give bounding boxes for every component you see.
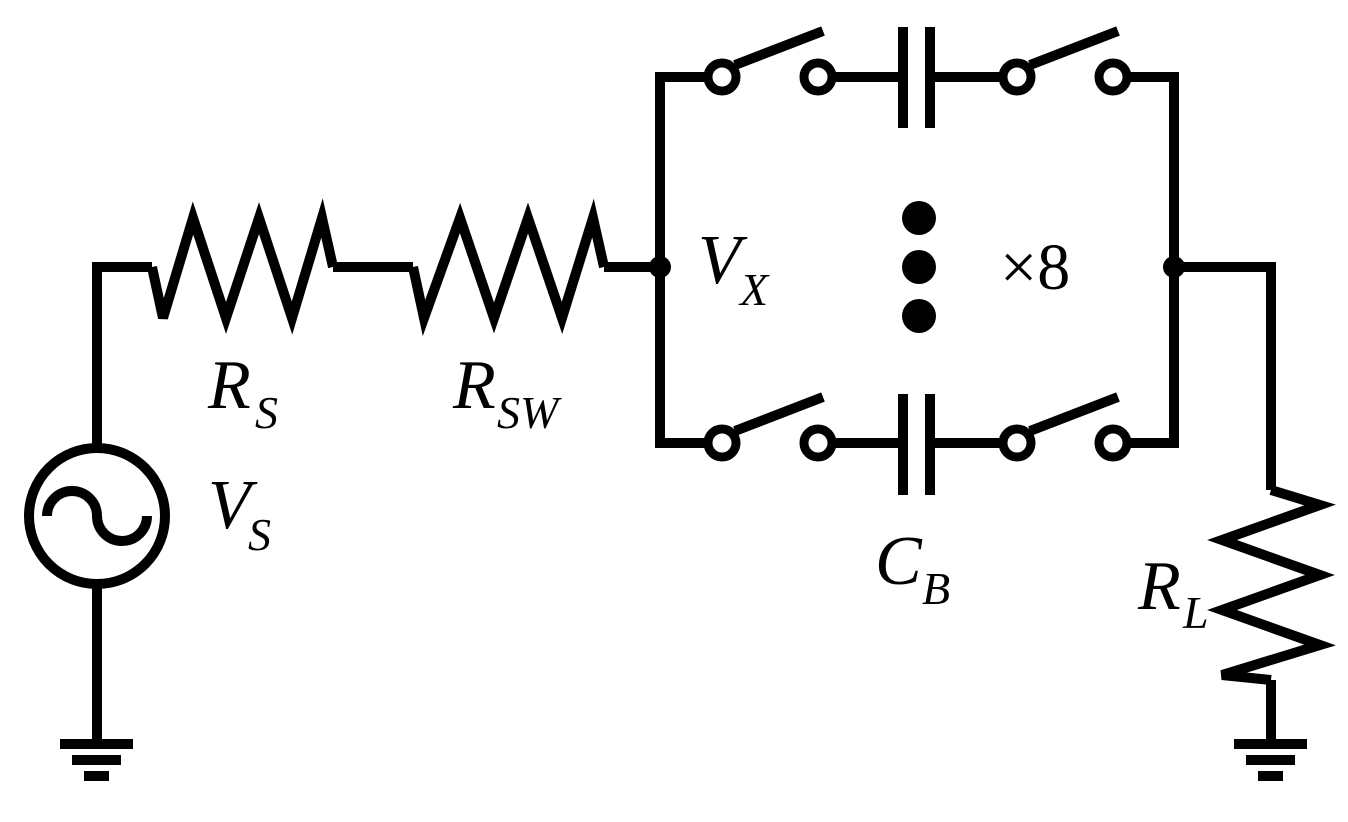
source-resistor-rs xyxy=(147,198,338,335)
label-vx: V X xyxy=(698,222,770,315)
node-output xyxy=(1163,256,1185,278)
load-resistor-rl xyxy=(1207,485,1336,685)
ground-symbol-right xyxy=(1234,739,1307,781)
switch-top-left xyxy=(703,26,837,96)
label-cb-main: C xyxy=(875,523,923,600)
label-rsw: R SW xyxy=(452,347,562,438)
switch-top-right xyxy=(998,26,1132,96)
label-rs-main: R xyxy=(207,347,251,424)
label-vx-main: V xyxy=(698,222,748,299)
ac-voltage-source xyxy=(24,443,170,589)
label-rsw-main: R xyxy=(452,347,496,424)
label-rs: R S xyxy=(207,347,278,438)
label-rs-sub: S xyxy=(255,387,278,438)
label-rl-main: R xyxy=(1137,548,1181,625)
label-multiplier: ×8 xyxy=(1000,231,1070,304)
bank-wiring xyxy=(655,72,1276,742)
label-rl: R L xyxy=(1137,548,1209,638)
capacitor-top xyxy=(898,27,935,128)
left-wiring xyxy=(92,262,660,742)
capacitor-bottom-cb xyxy=(898,394,935,495)
label-cb-sub: B xyxy=(922,563,950,614)
vertical-ellipsis xyxy=(902,201,936,333)
switch-bottom-right xyxy=(998,392,1132,462)
label-vs: V S xyxy=(208,467,271,560)
label-vs-sub: S xyxy=(248,509,271,560)
label-rsw-sub: SW xyxy=(497,387,562,438)
node-vx xyxy=(649,256,671,278)
label-vs-main: V xyxy=(208,467,258,544)
label-cb: C B xyxy=(875,523,950,614)
label-vx-sub: X xyxy=(738,264,770,315)
ground-symbol-left xyxy=(60,739,133,781)
switch-bottom-left xyxy=(703,392,837,462)
label-rl-sub: L xyxy=(1182,587,1209,638)
switch-resistor-rsw xyxy=(408,198,609,337)
